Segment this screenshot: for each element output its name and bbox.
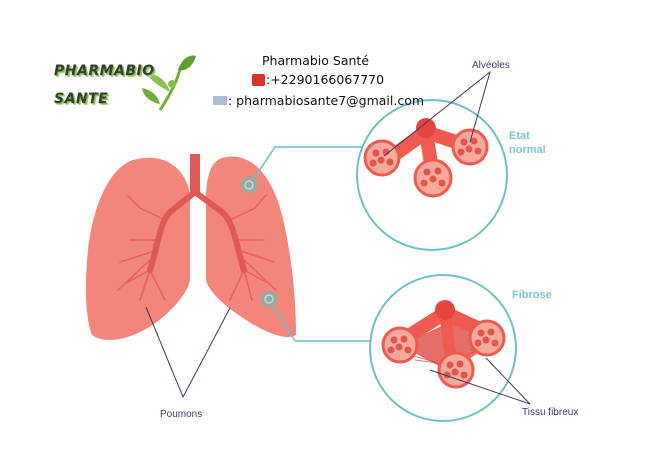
pointer-lines	[145, 70, 531, 405]
connector-fibrose	[271, 303, 372, 342]
normal-alveoli	[363, 118, 489, 198]
marker-fibrose	[261, 291, 277, 307]
connector-normal	[252, 146, 375, 181]
marker-normal	[241, 177, 257, 193]
left-lung	[85, 157, 190, 340]
label-etat: Etat	[509, 130, 530, 142]
email-address[interactable]: : pharmabiosante7@gmail.com	[228, 93, 425, 108]
leaf-person-icon	[142, 55, 196, 111]
logo-line-1: PHARMABIO	[54, 63, 155, 79]
logo-line-2: SANTE	[54, 91, 109, 107]
label-poumons: Poumons	[160, 409, 203, 420]
label-alveoles: Alvéoles	[472, 60, 510, 71]
bronchial-tree	[117, 154, 277, 301]
right-lung	[206, 156, 296, 338]
label-normal: normal	[509, 144, 546, 156]
label-fibrose: Fibrose	[512, 289, 552, 301]
phone-number: :+2290166067770	[266, 72, 385, 87]
company-name: Pharmabio Santé	[262, 53, 370, 68]
email-row: : pharmabiosante7@gmail.com	[213, 93, 424, 108]
fibrose-alveoli	[381, 300, 506, 389]
email-icon	[213, 96, 227, 105]
label-tissu-fibreux: Tissu fibreux	[522, 407, 579, 418]
phone-icon	[252, 73, 265, 86]
label-etat-normal: Etat normal	[509, 129, 546, 157]
phone-row: :+2290166067770	[252, 72, 384, 87]
